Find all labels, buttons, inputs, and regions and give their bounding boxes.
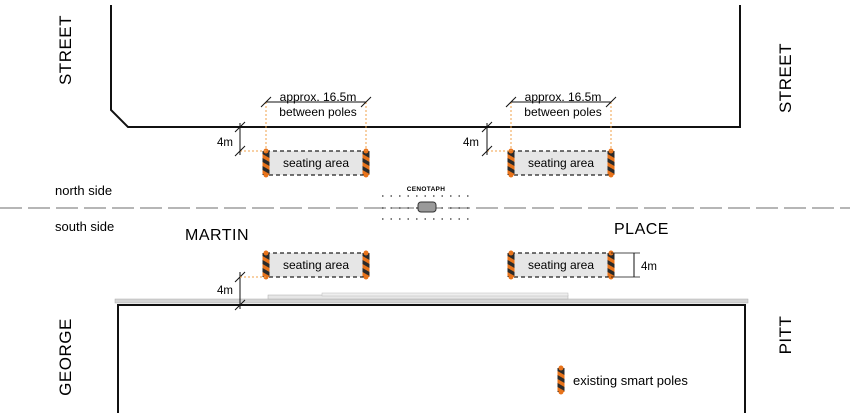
north-kerb [110, 5, 741, 128]
pole-spacing-label-left-2: between poles [279, 105, 356, 119]
legend-label: existing smart poles [573, 373, 688, 388]
pole-spacing-label-right-2: between poles [524, 105, 601, 119]
pole-spacing-label-left-1: approx. 16.5m [280, 90, 357, 104]
smart-pole-icon [362, 250, 370, 280]
smart-pole-icon [607, 250, 615, 280]
smart-pole-icon [262, 148, 270, 178]
smart-pole-icon [262, 250, 270, 280]
setback-label-ne: 4m [463, 137, 479, 149]
south-footpath-strip [114, 298, 749, 304]
street-label-bottom-left: GEORGE [56, 318, 75, 396]
seating-area-sw [262, 250, 370, 280]
setback-label-se: 4m [641, 261, 657, 273]
setback-dimension-sw [234, 271, 266, 311]
legend-smart-pole-icon [557, 365, 565, 395]
north-side-label: north side [55, 183, 112, 198]
seating-area-nw [262, 148, 370, 178]
pole-spacing-dimension-right [505, 96, 617, 108]
smart-pole-icon [607, 148, 615, 178]
setback-dimension-ne [481, 121, 493, 157]
pole-spacing-dimension-left [260, 96, 372, 108]
setback-label-sw: 4m [217, 285, 233, 297]
south-side-label: south side [55, 219, 114, 234]
street-label-bottom-right: PITT [776, 316, 795, 355]
smart-pole-icon [507, 250, 515, 280]
pole-guides [240, 102, 612, 152]
setback-dimension-nw [234, 121, 246, 157]
seating-area-label: seating area [528, 156, 594, 170]
setback-label-nw: 4m [217, 137, 233, 149]
smart-pole-icon [507, 148, 515, 178]
cenotaph-label: CENOTAPH [407, 186, 445, 193]
seating-area-ne [507, 148, 615, 178]
seating-area-se [507, 250, 615, 280]
smart-pole-icon [362, 148, 370, 178]
pole-spacing-label-right-1: approx. 16.5m [525, 90, 602, 104]
place-name-left: MARTIN [185, 227, 249, 244]
south-kerb [117, 304, 746, 413]
seating-area-label: seating area [528, 258, 594, 272]
setback-dimension-se [611, 252, 640, 278]
seating-area-label: seating area [283, 258, 349, 272]
street-label-top-right: STREET [776, 43, 795, 113]
place-name-right: PLACE [614, 221, 669, 238]
south-footpath-inner-strip-2 [321, 292, 569, 297]
cenotaph [382, 195, 470, 220]
street-label-top-left: STREET [56, 15, 75, 85]
seating-area-label: seating area [283, 156, 349, 170]
